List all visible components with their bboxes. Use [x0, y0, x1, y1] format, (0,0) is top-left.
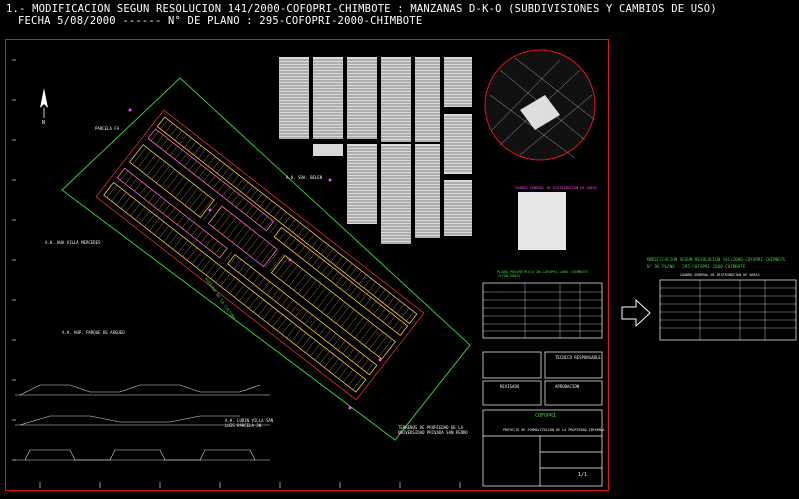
right-arrow-icon	[621, 298, 651, 328]
header-line-1: 1.- MODIFICACION SEGUN RESOLUCION 141/20…	[6, 3, 717, 15]
side-distribution-table	[659, 279, 797, 341]
title-block-sheet: 1/1	[578, 472, 588, 478]
label-ah-villa: A.H. HUA VILLA MERCEDES	[45, 240, 101, 245]
frame-ticks	[12, 59, 461, 488]
label-terrenos: TERRENOS DE PROPIEDAD DE LA UNIVERSIDAD …	[398, 425, 468, 435]
area-summary-table	[518, 192, 566, 250]
title-block	[482, 351, 603, 487]
title-block-sub: PROYECTO DE FORMALIZACION DE LA PROPIEDA…	[503, 428, 606, 432]
distribution-table	[482, 282, 603, 339]
label-ah-lurin: A.H. LURIN VILLA SAN LUIS PARCELA 3N	[225, 418, 274, 428]
label-ah-parque: A.H. HUP. PARQUE DE ARGUED	[62, 330, 125, 335]
site-perimeter	[61, 77, 471, 441]
street-sections	[15, 384, 270, 461]
lot-tables	[279, 57, 472, 244]
label-ah-miguel: A.H. SRA. BELEN	[286, 175, 323, 180]
header-line-2: FECHA 5/08/2000 ------ N° DE PLANO : 295…	[18, 15, 423, 27]
location-map	[484, 49, 596, 161]
drawing-frame	[5, 39, 609, 491]
side-note-line-1: MODIFICACION SEGUN RESOLUCION 141/2000-C…	[647, 257, 786, 262]
north-label: N	[42, 120, 46, 126]
side-note-line-2: N° DE PLANO : 295-COFOPRI-2000-CHIMBOTE	[647, 264, 746, 269]
title-block-box-3: REVISADO	[500, 384, 520, 389]
north-arrow-icon	[40, 88, 48, 118]
title-block-box-1: TECNICO RESPONSABLE	[555, 355, 601, 360]
side-table-title: CUADRO GENERAL DE DISTRIBUCION DE AREAS	[680, 273, 760, 277]
area-table-title: CUADRO GENERAL DE DISTRIBUCION DE AREAS	[515, 186, 598, 190]
urban-blocks	[95, 109, 425, 401]
plano-reference: PLANO PERIMETRICO 2N-COFOPRI-2000-CHIMBO…	[497, 270, 588, 278]
title-block-org: COFOPRI	[535, 413, 557, 419]
control-points	[128, 108, 382, 410]
label-parcela: PARCELA FA	[95, 126, 120, 131]
title-block-box-2: APROBACION	[555, 384, 580, 389]
